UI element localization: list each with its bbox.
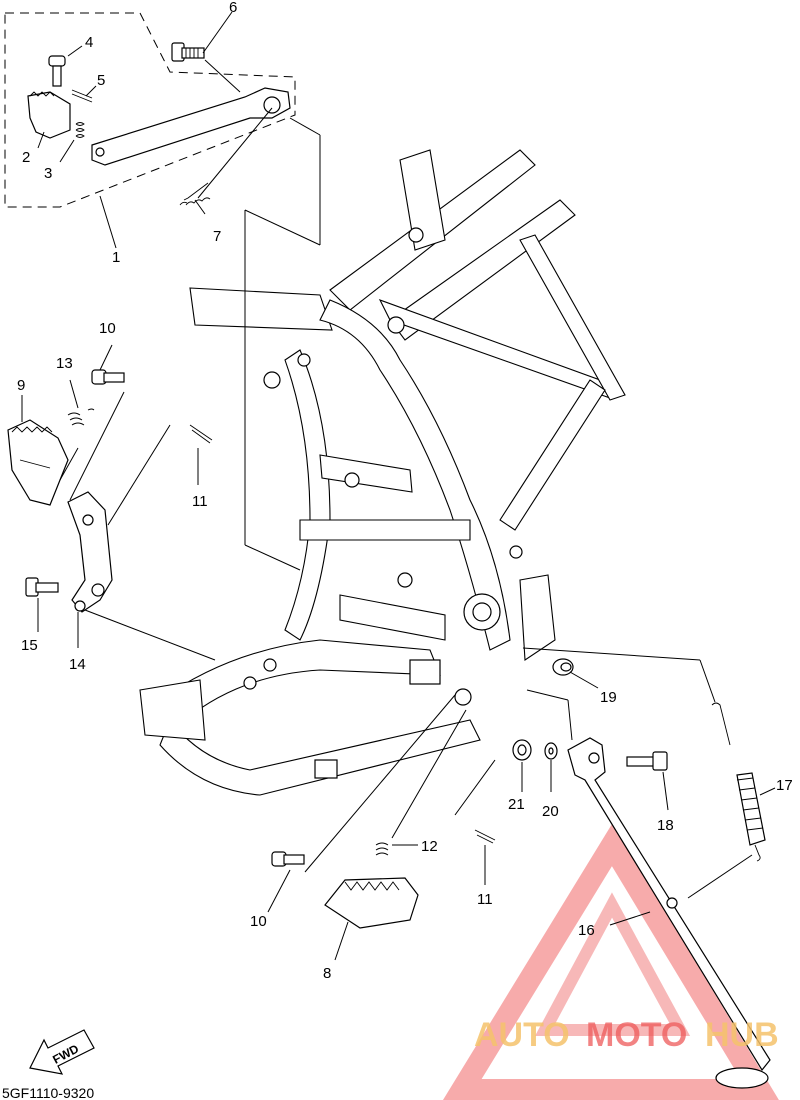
forward-direction-arrow: FWD bbox=[29, 1029, 95, 1075]
callout-17: 17 bbox=[776, 777, 793, 794]
brake-pedal-lever bbox=[91, 87, 291, 166]
part-2-pedal-tip bbox=[27, 91, 71, 139]
part-8-footrest-right bbox=[324, 877, 419, 929]
callout-11-upper: 11 bbox=[192, 493, 208, 510]
watermark-text: AUTO MOTO HUB bbox=[474, 1016, 779, 1054]
part-5-cotter-pin bbox=[71, 89, 93, 103]
callout-14: 14 bbox=[69, 656, 86, 673]
callout-1: 1 bbox=[112, 249, 120, 266]
callout-20: 20 bbox=[542, 803, 559, 820]
callout-10-lower: 10 bbox=[250, 913, 267, 930]
part-11-cotter-pin-upper bbox=[189, 424, 213, 444]
watermark-auto: AUTO bbox=[474, 1016, 570, 1054]
callout-15: 15 bbox=[21, 637, 38, 654]
part-15-bolt bbox=[25, 577, 59, 597]
part-6-bolt bbox=[171, 42, 205, 62]
callout-9: 9 bbox=[17, 377, 25, 394]
part-12-spring bbox=[375, 842, 389, 856]
part-14-footrest-bracket bbox=[67, 491, 113, 613]
callout-6: 6 bbox=[229, 0, 237, 16]
part-10-pin-upper bbox=[91, 369, 125, 385]
callout-11-lower: 11 bbox=[477, 891, 493, 908]
leader-lines bbox=[21, 45, 776, 961]
part-20-washer bbox=[544, 742, 558, 760]
callout-19: 19 bbox=[600, 689, 617, 706]
callout-10-upper: 10 bbox=[99, 320, 116, 337]
watermark-logo bbox=[442, 823, 779, 1100]
part-16-sidestand bbox=[567, 737, 771, 1089]
callout-4: 4 bbox=[85, 34, 93, 51]
callout-8: 8 bbox=[323, 965, 331, 982]
part-21-nut bbox=[512, 739, 532, 761]
callout-16: 16 bbox=[578, 922, 595, 939]
part-10-pin-lower bbox=[271, 851, 305, 867]
part-9-footrest-left bbox=[7, 419, 69, 506]
callout-2: 2 bbox=[22, 149, 30, 166]
callout-5: 5 bbox=[97, 72, 105, 89]
part-3-spring bbox=[75, 122, 85, 138]
watermark-hub: HUB bbox=[705, 1016, 779, 1054]
part-19-collar bbox=[552, 658, 574, 676]
diagram-code: 5GF1110-9320 bbox=[2, 1085, 94, 1100]
part-18-bolt bbox=[626, 751, 668, 771]
callout-13: 13 bbox=[56, 355, 73, 372]
callout-12: 12 bbox=[421, 838, 438, 855]
brake-pedal-assembly-boundary bbox=[4, 12, 296, 208]
callout-labels: 6 4 5 2 3 7 1 10 13 9 11 15 14 19 17 21 … bbox=[17, 0, 793, 982]
part-13-spring bbox=[67, 408, 95, 426]
callout-3: 3 bbox=[44, 165, 52, 182]
watermark-moto: MOTO bbox=[586, 1016, 687, 1054]
callout-21: 21 bbox=[508, 796, 525, 813]
part-17-spring bbox=[711, 702, 766, 862]
part-7-return-spring bbox=[179, 107, 273, 206]
part-11-cotter-pin-lower bbox=[474, 829, 496, 844]
motorcycle-frame bbox=[139, 149, 626, 796]
callout-7: 7 bbox=[213, 228, 221, 245]
callout-18: 18 bbox=[657, 817, 674, 834]
part-4-clevis-pin bbox=[48, 55, 66, 87]
